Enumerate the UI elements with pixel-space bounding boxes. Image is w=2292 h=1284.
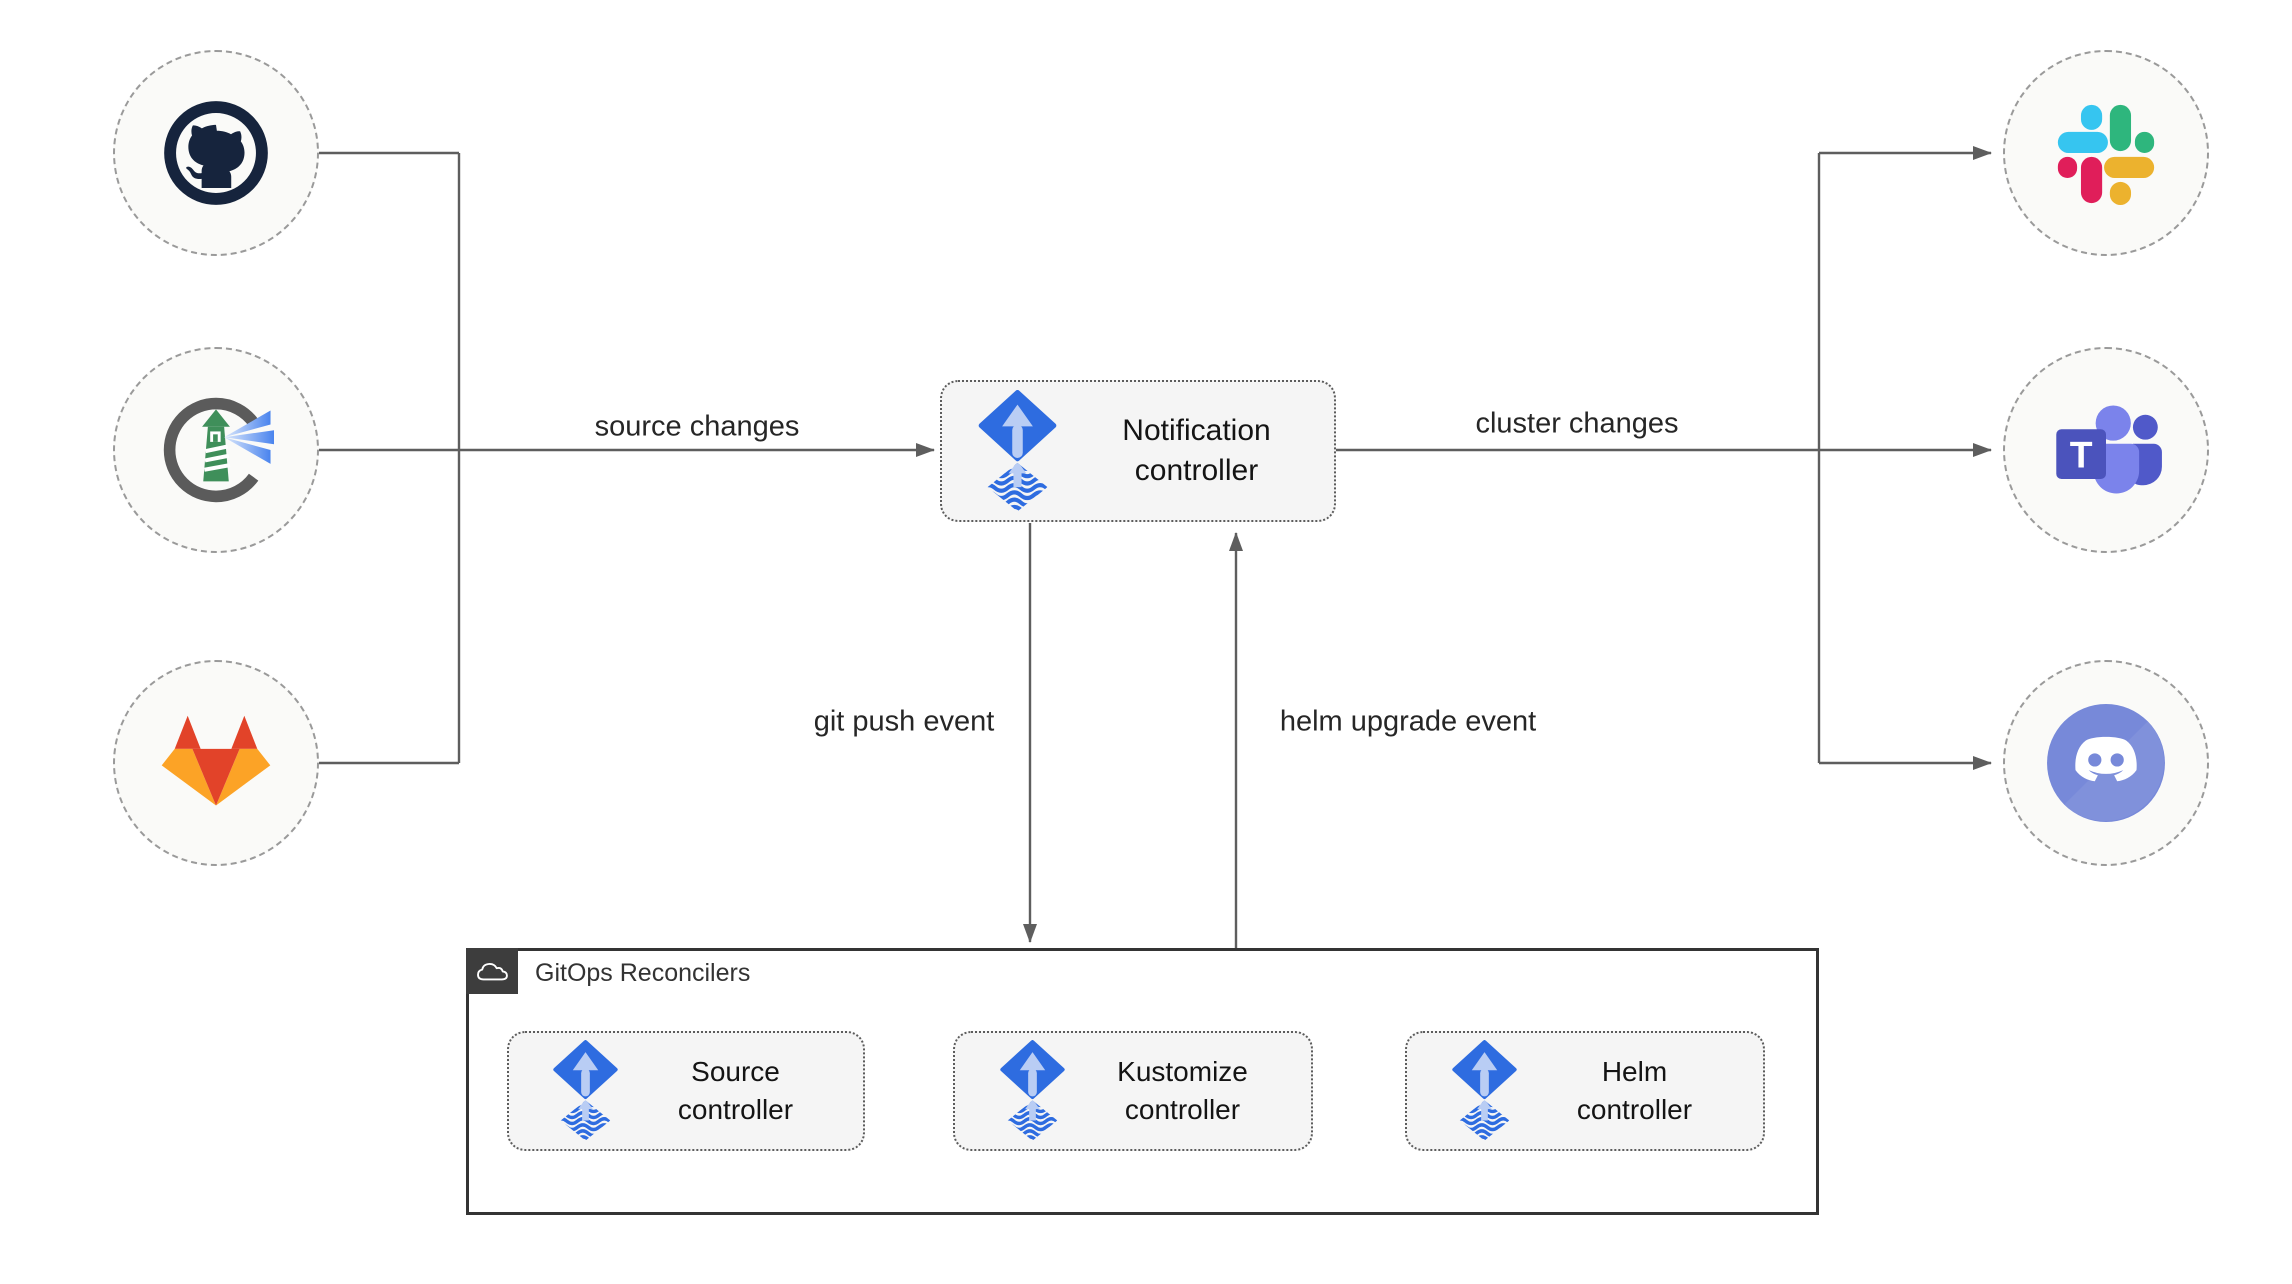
edge-label-source-changes: source changes (588, 410, 806, 444)
teams-letter: T (2070, 434, 2093, 476)
group-title: GitOps Reconcilers (535, 958, 751, 987)
helm-controller-node: Helm controller (1405, 1031, 1765, 1151)
slack-icon (2054, 101, 2158, 205)
cloud-icon (466, 948, 518, 994)
source-controller-label: Source controller (677, 1056, 794, 1125)
flux-icon (999, 1040, 1066, 1142)
edge-label-git-push-event: git push event (807, 705, 1001, 739)
gitlab-icon (157, 713, 275, 813)
edge-label-cluster-changes: cluster changes (1469, 407, 1685, 441)
discord-icon (2045, 702, 2167, 824)
source-node-gitlab (113, 660, 319, 866)
edge-label-helm-upgrade-event: helm upgrade event (1273, 705, 1543, 739)
harbor-icon (158, 392, 274, 508)
flux-icon (1451, 1040, 1518, 1142)
notification-controller-label: Notification controller (1122, 413, 1271, 488)
source-node-harbor (113, 347, 319, 553)
flux-icon (552, 1040, 619, 1142)
notifier-node-teams: T (2003, 347, 2209, 553)
source-controller-node: Source controller (507, 1031, 865, 1151)
flux-icon (977, 389, 1058, 513)
notifier-node-slack (2003, 50, 2209, 256)
notifier-node-discord (2003, 660, 2209, 866)
source-node-github (113, 50, 319, 256)
kustomize-controller-node: Kustomize controller (953, 1031, 1313, 1151)
teams-icon: T (2048, 398, 2164, 502)
kustomize-controller-label: Kustomize controller (1117, 1056, 1248, 1125)
notification-controller-node: Notification controller (940, 380, 1336, 522)
github-icon (162, 99, 270, 207)
helm-controller-label: Helm controller (1576, 1056, 1693, 1125)
